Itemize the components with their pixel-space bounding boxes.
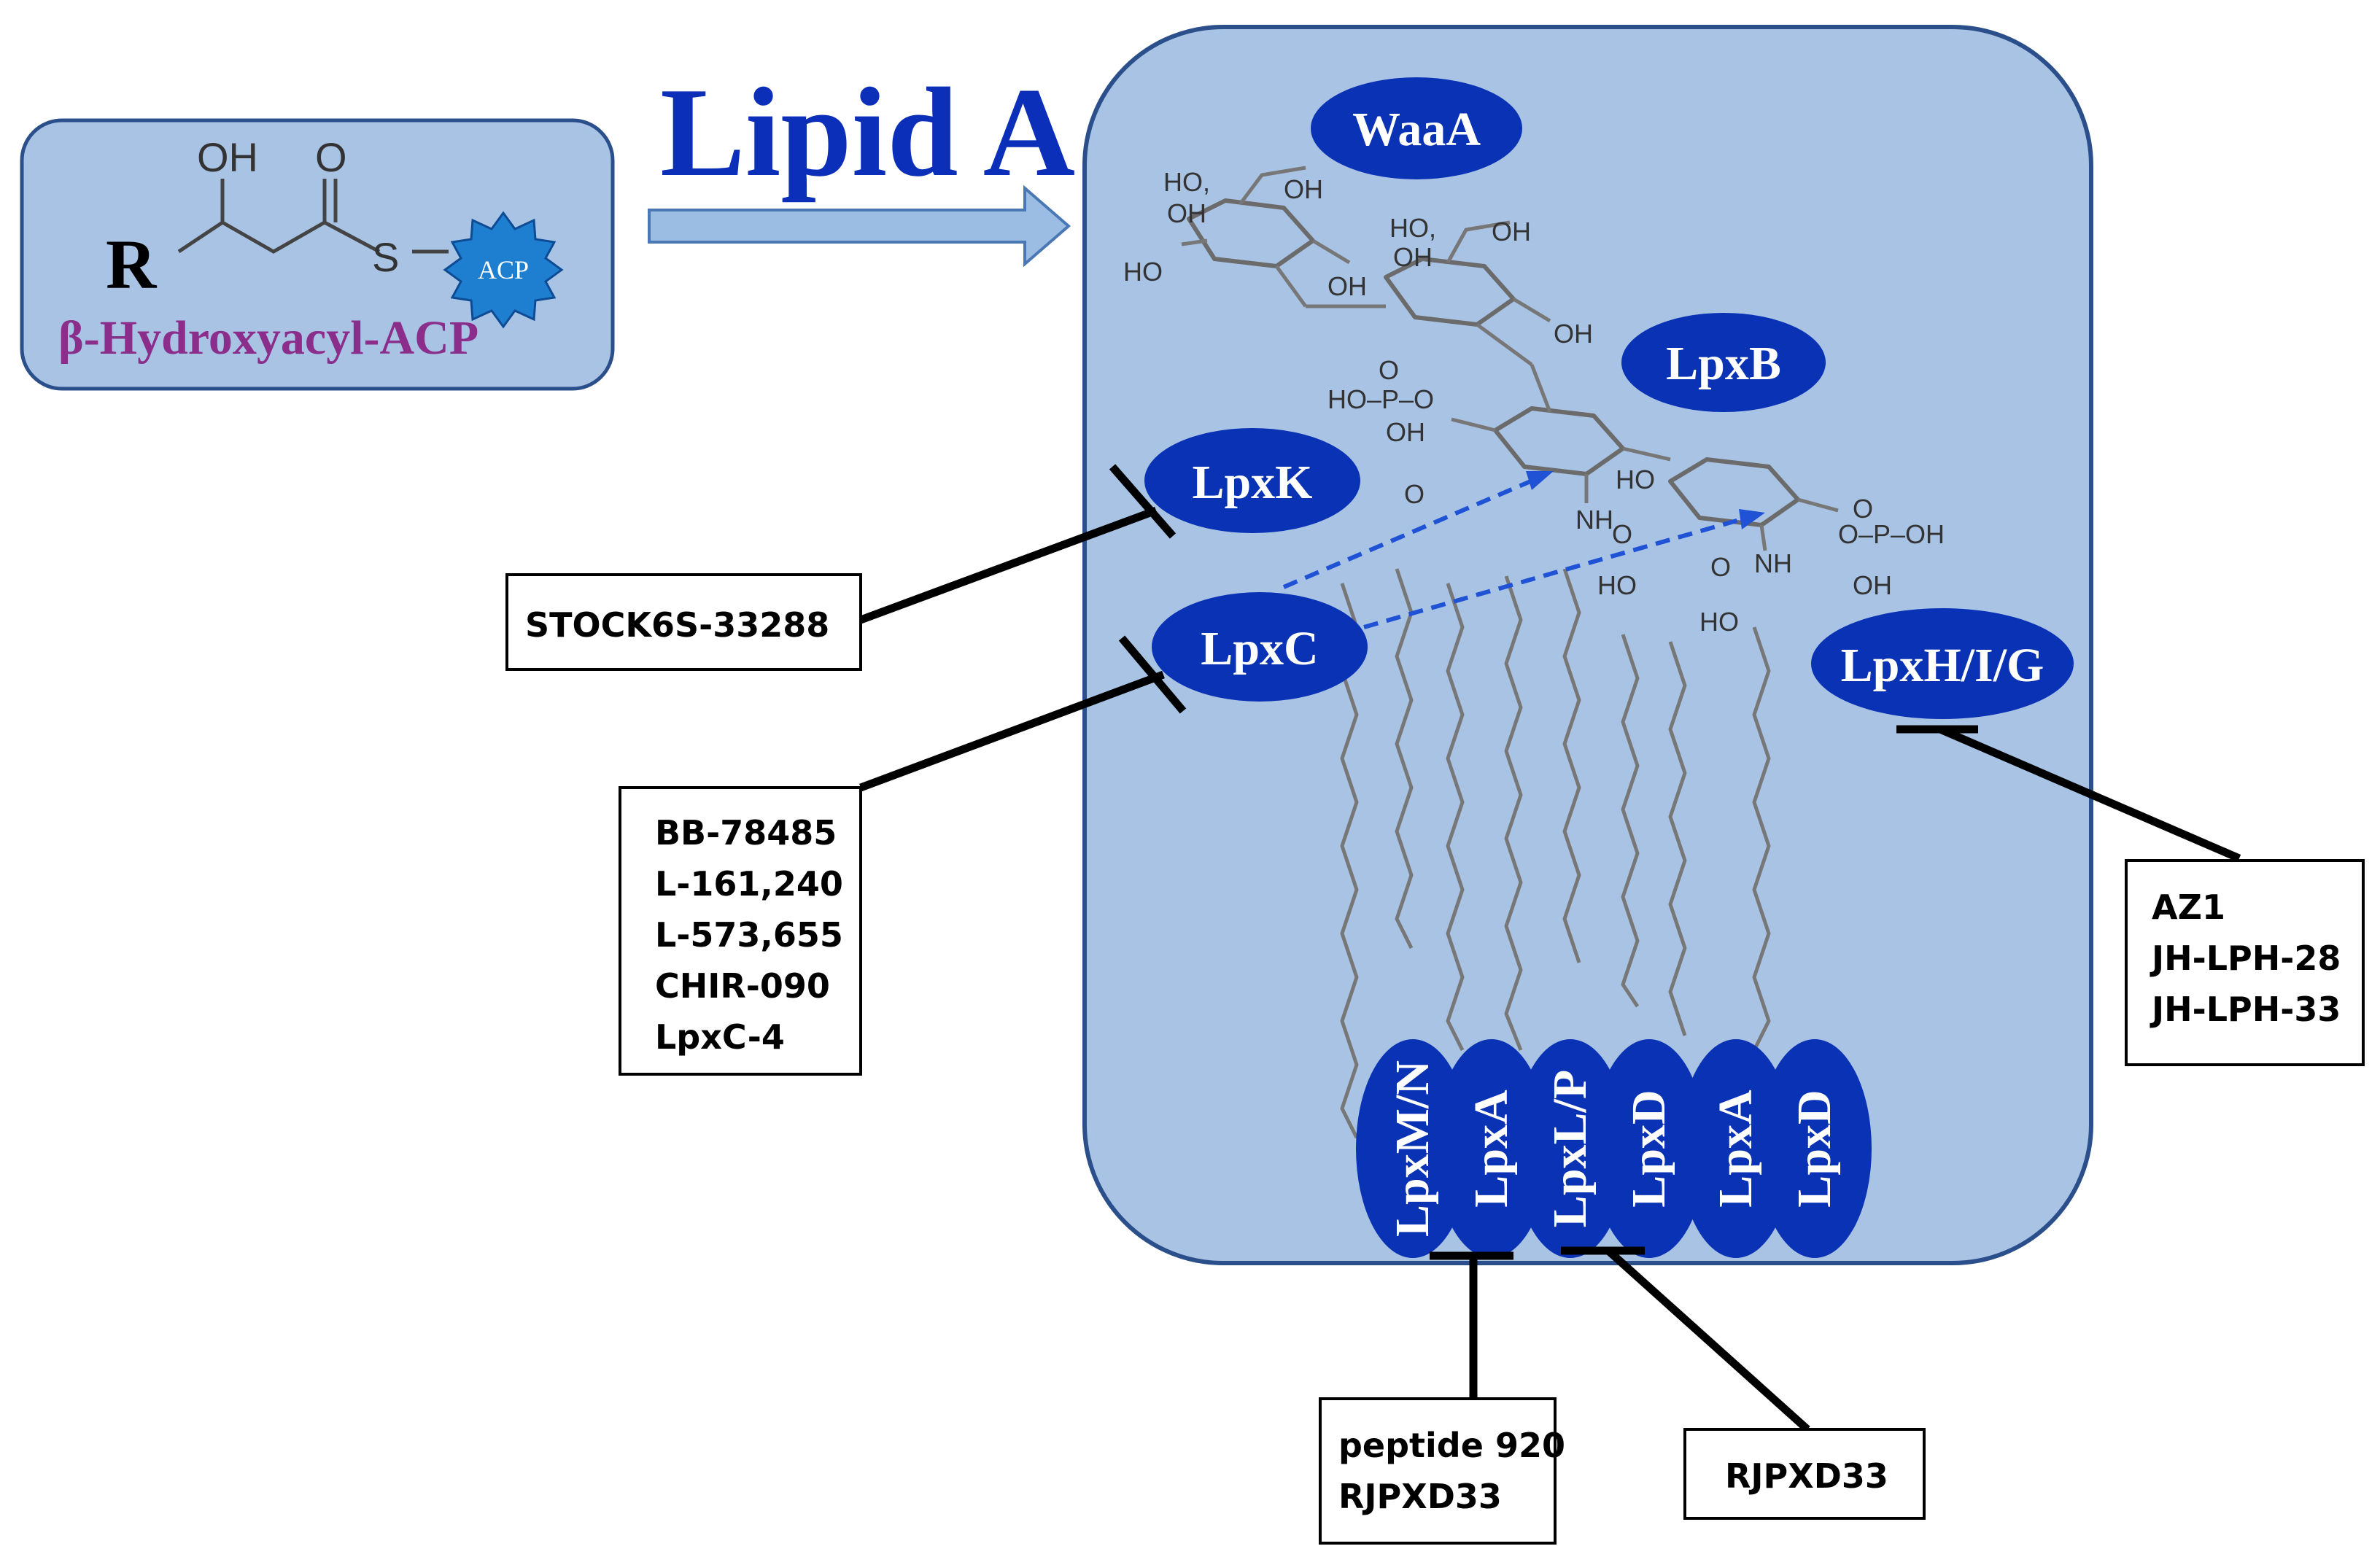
svg-text:OH: OH (1554, 319, 1593, 349)
enzyme-lpxlp-label: LpxL/P (1543, 1070, 1597, 1227)
svg-text:OH: OH (1284, 174, 1323, 204)
svg-text:OH: OH (1386, 417, 1425, 447)
enzyme-lpxhig-label: LpxH/I/G (1841, 639, 2044, 692)
svg-text:O: O (1853, 494, 1873, 524)
svg-text:HO,: HO, (1389, 213, 1436, 243)
svg-text:OH: OH (1393, 242, 1433, 272)
inhibitor-lpxh-1: JH-LPH-28 (2150, 939, 2341, 978)
membrane-enzyme-cluster: LpxM/N LpxA LpxL/P LpxD LpxA LpxD (1356, 1039, 1872, 1258)
svg-text:NH: NH (1575, 505, 1613, 535)
enzyme-waaa: WaaA (1311, 77, 1522, 179)
substrate-name: β-Hydroxyacyl-ACP (58, 311, 478, 365)
inhibitor-box-lpxc: BB-78485 L-161,240 L-573,655 CHIR-090 Lp… (619, 786, 862, 1076)
inhibitor-lpxc-4: LpxC-4 (655, 1017, 785, 1057)
enzyme-lpxa-second-label: LpxA (1709, 1090, 1762, 1208)
enzyme-lpxa-label: LpxA (1465, 1090, 1518, 1208)
pathway-arrow (648, 185, 1071, 268)
svg-text:OH: OH (1167, 198, 1206, 228)
enzyme-lpxk-label: LpxK (1192, 456, 1312, 509)
inhibitor-lpxc-0: BB-78485 (655, 813, 837, 853)
svg-text:O: O (1612, 519, 1632, 549)
inhibitor-lpxh-0: AZ1 (2152, 888, 2225, 927)
carbonyl-o-label: O (315, 134, 347, 180)
inhibitor-lpxa-0: peptide 920 (1338, 1426, 1565, 1465)
svg-text:O: O (1379, 355, 1399, 385)
enzyme-lpxb-label: LpxB (1666, 337, 1781, 390)
r-group-label: R (106, 225, 158, 303)
lipid-a-title: Lipid A (660, 61, 1075, 203)
svg-text:O–P–OH: O–P–OH (1838, 519, 1945, 549)
inhibition-lines (859, 464, 2241, 1433)
svg-text:OH: OH (1492, 217, 1531, 246)
acp-starburst-icon (443, 211, 564, 329)
inhibitor-lpxc-3: CHIR-090 (655, 966, 830, 1006)
inhibitor-box-lpxk: STOCK6S-33288 (505, 573, 862, 671)
cell-boundary (1082, 25, 2093, 1265)
inhibitor-lpxa-1: RJPXD33 (1338, 1477, 1502, 1516)
enzyme-lpxd-second-label: LpxD (1788, 1090, 1841, 1207)
inhibitor-lpxk-0: STOCK6S-33288 (525, 605, 829, 645)
enzyme-waaa-label: WaaA (1352, 103, 1481, 156)
svg-text:HO,: HO, (1163, 167, 1210, 197)
enzyme-lpxk: LpxK (1144, 428, 1360, 533)
inhibitor-lpxh-2: JH-LPH-33 (2150, 990, 2341, 1029)
sulfur-label: S (372, 234, 399, 280)
inhibitor-lpxc-2: L-573,655 (655, 915, 843, 955)
svg-text:HO: HO (1597, 570, 1637, 600)
enzyme-lpxhig: LpxH/I/G (1811, 608, 2074, 719)
inhibitor-box-lpxd: RJPXD33 (1683, 1428, 1926, 1520)
svg-text:O: O (1710, 552, 1731, 582)
hydroxyl-label: OH (197, 134, 258, 180)
enzyme-lpxc: LpxC (1152, 592, 1368, 702)
svg-text:HO: HO (1699, 607, 1739, 637)
enzyme-lpxc-label: LpxC (1201, 622, 1318, 675)
enzyme-lpxmn-label: LpxM/N (1386, 1060, 1439, 1237)
svg-text:HO: HO (1616, 465, 1655, 494)
svg-text:HO: HO (1123, 257, 1163, 287)
svg-text:OH: OH (1327, 271, 1367, 301)
lpxc-action-arrows (1282, 471, 1765, 629)
svg-text:OH: OH (1853, 570, 1892, 600)
inhibitor-box-lpxh: AZ1 JH-LPH-28 JH-LPH-33 (2125, 859, 2365, 1066)
svg-text:HO–P–O: HO–P–O (1327, 384, 1434, 414)
svg-text:O: O (1404, 479, 1424, 509)
substrate-panel: OH O R S ACP β-Hydroxyacyl-ACP (20, 118, 615, 391)
inhibitor-box-lpxa: peptide 920 RJPXD33 (1319, 1397, 1565, 1545)
acp-label: ACP (478, 255, 529, 284)
lipid-a-structure: HO, OH OH HO OH HO, OH OH OH HO–P–O O OH… (1123, 166, 1945, 1139)
enzyme-lpxb: LpxB (1621, 313, 1826, 412)
inhibitor-lpxc-1: L-161,240 (655, 864, 843, 904)
svg-text:NH: NH (1754, 548, 1792, 578)
inhibitor-lpxd-0: RJPXD33 (1725, 1456, 1888, 1496)
enzyme-lpxd-label: LpxD (1622, 1090, 1675, 1207)
